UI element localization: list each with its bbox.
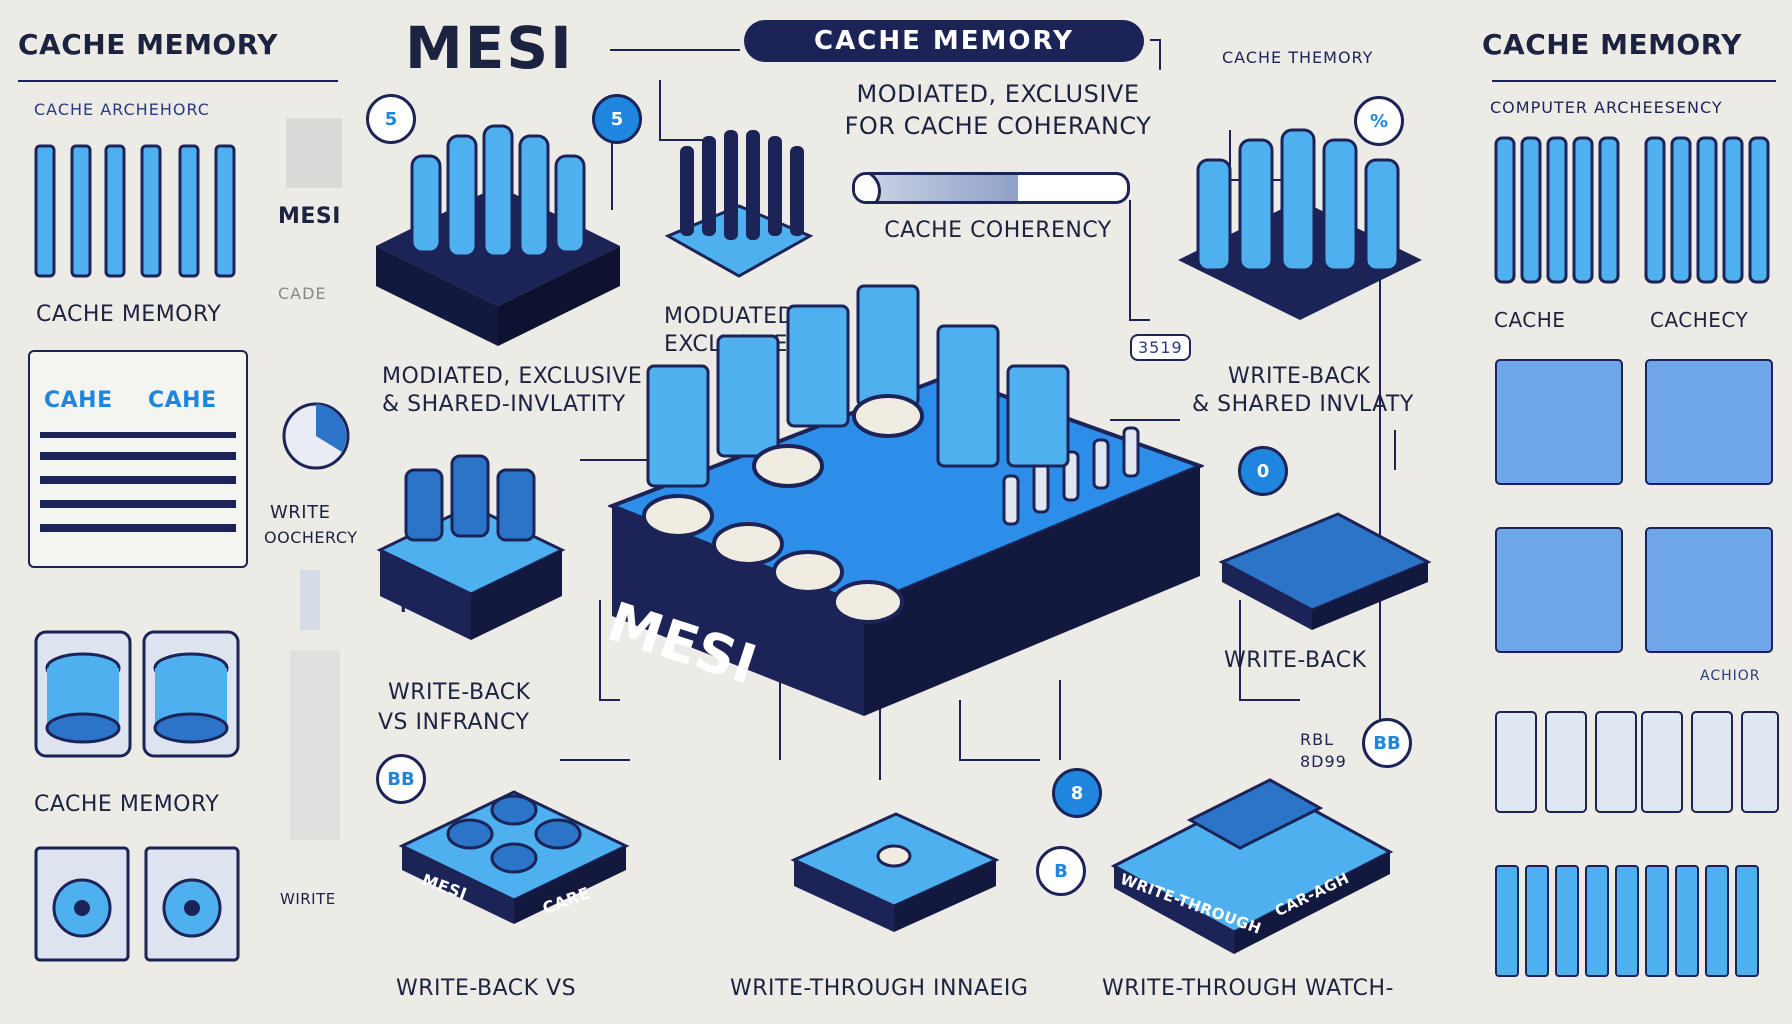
narrow-strip [300, 570, 320, 630]
tag-8: 8 [1052, 768, 1102, 818]
panel-word-1: CAHE [44, 388, 113, 413]
coherency-progress [852, 172, 1130, 204]
cache-memory-label-1: CACHE MEMORY [36, 302, 222, 327]
cache-memory-label-2: CACHE MEMORY [34, 792, 220, 817]
narrow-strip-2 [290, 650, 340, 840]
tag-1: 5 [366, 94, 416, 144]
left-column-title: CACHE MEMORY [18, 28, 279, 61]
right-bars-middle [1495, 359, 1773, 653]
narrow-wirte: WIRITE [280, 890, 336, 908]
coherency-label: CACHE COHERENCY [884, 218, 1112, 243]
right-writeback-2: & SHARED INVLATY [1192, 392, 1414, 417]
mesi-chip-illustration [608, 284, 1204, 716]
center-headline-1: MODIATED, EXCLUSIVE [856, 80, 1140, 108]
right-footer-code: ACHIOR [1700, 668, 1761, 684]
bottom-chip-middle [790, 812, 1000, 932]
tag-9: BB [1362, 718, 1412, 768]
cache-drums-illustration [34, 630, 240, 758]
pie-icon [282, 402, 350, 470]
right-bars-top [1494, 136, 1770, 284]
tag-7: B [1036, 846, 1086, 896]
side-code-1: RBL [1300, 730, 1335, 749]
title-pill: CACHE MEMORY [744, 20, 1144, 62]
tag-5: 0 [1238, 446, 1288, 496]
right-arch-label: COMPUTER ARCHEESENCY [1490, 98, 1723, 117]
value-badge: 3519 [1130, 334, 1191, 361]
writeback-vs-1: WRITE-BACK [388, 680, 531, 705]
narrow-cade: CADE [278, 284, 327, 303]
cache-bars-illustration [34, 144, 236, 278]
center-headline-2: FOR CACHE COHERANCY [844, 112, 1152, 140]
narrow-write: WRITE [270, 502, 331, 523]
divider [18, 80, 338, 82]
panel-grid [40, 432, 236, 532]
heatsink-illustration [664, 130, 814, 278]
cache-arch-label: CACHE ARCHEHORC [34, 100, 210, 119]
right-writeback-1: WRITE-BACK [1228, 364, 1371, 389]
divider [1492, 80, 1776, 82]
right-cache-label: CACHE [1494, 308, 1566, 332]
right-board-illustration [1218, 512, 1432, 630]
right-bars-bottom [1495, 865, 1759, 977]
tag-4: % [1354, 96, 1404, 146]
mesi-stack-illustration [376, 454, 566, 640]
cache-fans-illustration [34, 846, 240, 962]
tag-6: BB [376, 754, 426, 804]
right-cachecy-label: CACHECY [1650, 308, 1749, 332]
writeback-vs-2: VS INFRANCY [378, 710, 530, 735]
bottom-label-2: WRITE-THROUGH INNAEIG [730, 976, 1029, 1001]
bottom-chip-left [398, 790, 630, 924]
right-writeback-3: WRITE-BACK [1224, 648, 1367, 673]
right-subtitle: CACHE THEMORY [1222, 48, 1374, 67]
tag-2: 5 [592, 94, 642, 144]
stack-mesi-label: MESI [400, 596, 452, 617]
bottom-label-1: WRITE-BACK VS [396, 976, 577, 1001]
moduated-label-1: MODUATED [664, 304, 795, 329]
main-title: MESI [405, 14, 574, 82]
memory-stack-illustration [376, 124, 620, 346]
narrow-panel [286, 118, 342, 188]
progress-knob [855, 175, 881, 201]
right-column-title: CACHE MEMORY [1482, 28, 1743, 61]
modiated-label-1: MODIATED, EXCLUSIVE [382, 364, 643, 389]
panel-word-2: CAHE [148, 388, 217, 413]
right-cards [1495, 711, 1779, 813]
bottom-label-3: WRITE-THROUGH WATCH- [1102, 976, 1394, 1001]
narrow-ocherency: OOCHERCY [264, 528, 358, 547]
narrow-mesi: MESI [278, 204, 341, 229]
cache-panel: CAHE CAHE [28, 350, 248, 568]
side-code-2: 8D99 [1300, 752, 1347, 771]
bottom-chip-right [1110, 778, 1394, 954]
modiated-label-2: & SHARED-INVLATITY [382, 392, 626, 417]
right-memory-stack [1178, 128, 1422, 320]
